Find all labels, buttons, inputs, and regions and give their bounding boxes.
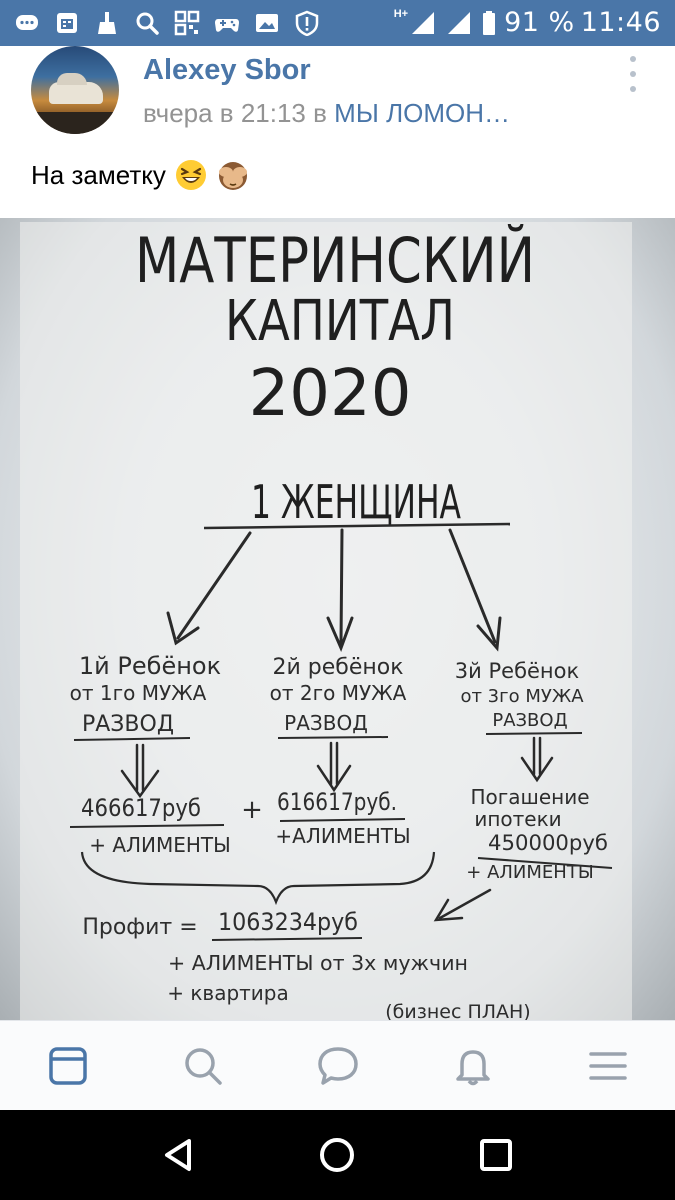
post-header: Alexey Sbor вчера в 21:13 в МЫ ЛОМОН… [0,46,675,142]
chat-bubble-icon [317,1046,358,1085]
child2-line3: РАЗВОД [284,711,368,735]
home-icon [320,1138,355,1172]
profit-label: Профит = [82,915,197,940]
battery-percent: 91 % [504,7,575,38]
child3-line4: Погашение [470,785,589,809]
child1-sum: 466617руб [81,794,201,822]
messages-tab[interactable] [270,1021,405,1110]
more-options-icon[interactable] [622,54,644,94]
child1-alimony: + АЛИМЕНТЫ [89,833,231,857]
notifications-tab[interactable] [405,1021,540,1110]
handwritten-maternity-capital-note: МАТЕРИНСКИЙ КАПИТАЛ 2020 1 ЖЕНЩИНА 1й Ре… [20,222,632,1020]
recents-button[interactable] [474,1133,518,1177]
child1-line2: от 1го МУЖА [70,681,207,705]
child3-line3: РАЗВОД [492,710,567,731]
child2-line1: 2й ребёнок [272,655,403,680]
plus-sign: + [241,795,263,825]
hamburger-menu-icon [588,1051,627,1080]
signal-icon-2 [444,8,474,38]
gallery-icon [252,8,282,38]
post-text-content: На заметку [31,159,166,190]
woman-label: 1 ЖЕНЩИНА [251,475,461,529]
title-year: 2020 [249,357,412,431]
laughing-face-emoji [175,160,206,190]
child2-sum: 616617руб. [277,788,397,816]
bottom-nav [0,1020,675,1110]
notification-icons [12,6,322,40]
search-icon [132,8,162,38]
calendar-app-icon [52,8,82,38]
see-no-evil-monkey-emoji [218,162,247,190]
status-bar: H+ 91 % 11:46 [0,0,675,46]
feed-icon [48,1046,87,1085]
post-meta: вчера в 21:13 в МЫ ЛОМОН… [143,98,510,129]
back-button[interactable] [157,1133,201,1177]
menu-tab[interactable] [540,1021,675,1110]
search-tab[interactable] [135,1021,270,1110]
author-name[interactable]: Alexey Sbor [143,54,311,86]
post-text: На заметку [31,158,250,192]
shield-alert-icon [292,8,322,38]
bell-icon [455,1049,490,1085]
child3-sum: 450000руб [488,831,608,855]
battery-icon [480,8,498,38]
gamepad-icon [212,8,242,38]
title-line-1: МАТЕРИНСКИЙ [135,224,535,297]
signal-icon [408,8,438,38]
post-time: вчера в 21:13 в [143,98,327,128]
child3-alimony: + АЛИМЕНТЫ [466,862,593,883]
business-plan-note: (бизнес ПЛАН) [385,1001,530,1020]
home-button[interactable] [315,1133,359,1177]
profit-apartment: + квартира [167,981,289,1005]
android-navigation-bar [0,1110,675,1200]
title-line-2: КАПИТАЛ [225,289,455,354]
group-link[interactable]: МЫ ЛОМОН… [334,98,511,128]
news-tab[interactable] [0,1021,135,1110]
child3-line1: 3й Ребёнок [455,659,579,683]
search-icon [184,1047,222,1085]
recents-icon [479,1139,512,1171]
network-type: H+ [393,8,409,20]
child3-line2: от 3го МУЖА [460,686,584,707]
system-status: H+ 91 % 11:46 [394,6,661,40]
profit-sum: 1063234руб [218,908,358,936]
qr-code-icon [172,8,202,38]
child3-line5: ипотеки [474,807,561,831]
avatar[interactable] [31,46,119,134]
child2-alimony: +АЛИМЕНТЫ [275,824,410,848]
back-icon [165,1139,192,1171]
child2-line2: от 2го МУЖА [270,681,407,705]
clock: 11:46 [580,7,661,38]
profit-alimony: + АЛИМЕНТЫ от 3х мужчин [168,951,468,975]
messages-icon [12,8,42,38]
child1-line3: РАЗВОД [82,712,174,737]
child1-line1: 1й Ребёнок [79,652,221,680]
cleaner-icon [92,8,122,38]
post-photo[interactable]: МАТЕРИНСКИЙ КАПИТАЛ 2020 1 ЖЕНЩИНА 1й Ре… [0,218,675,1020]
